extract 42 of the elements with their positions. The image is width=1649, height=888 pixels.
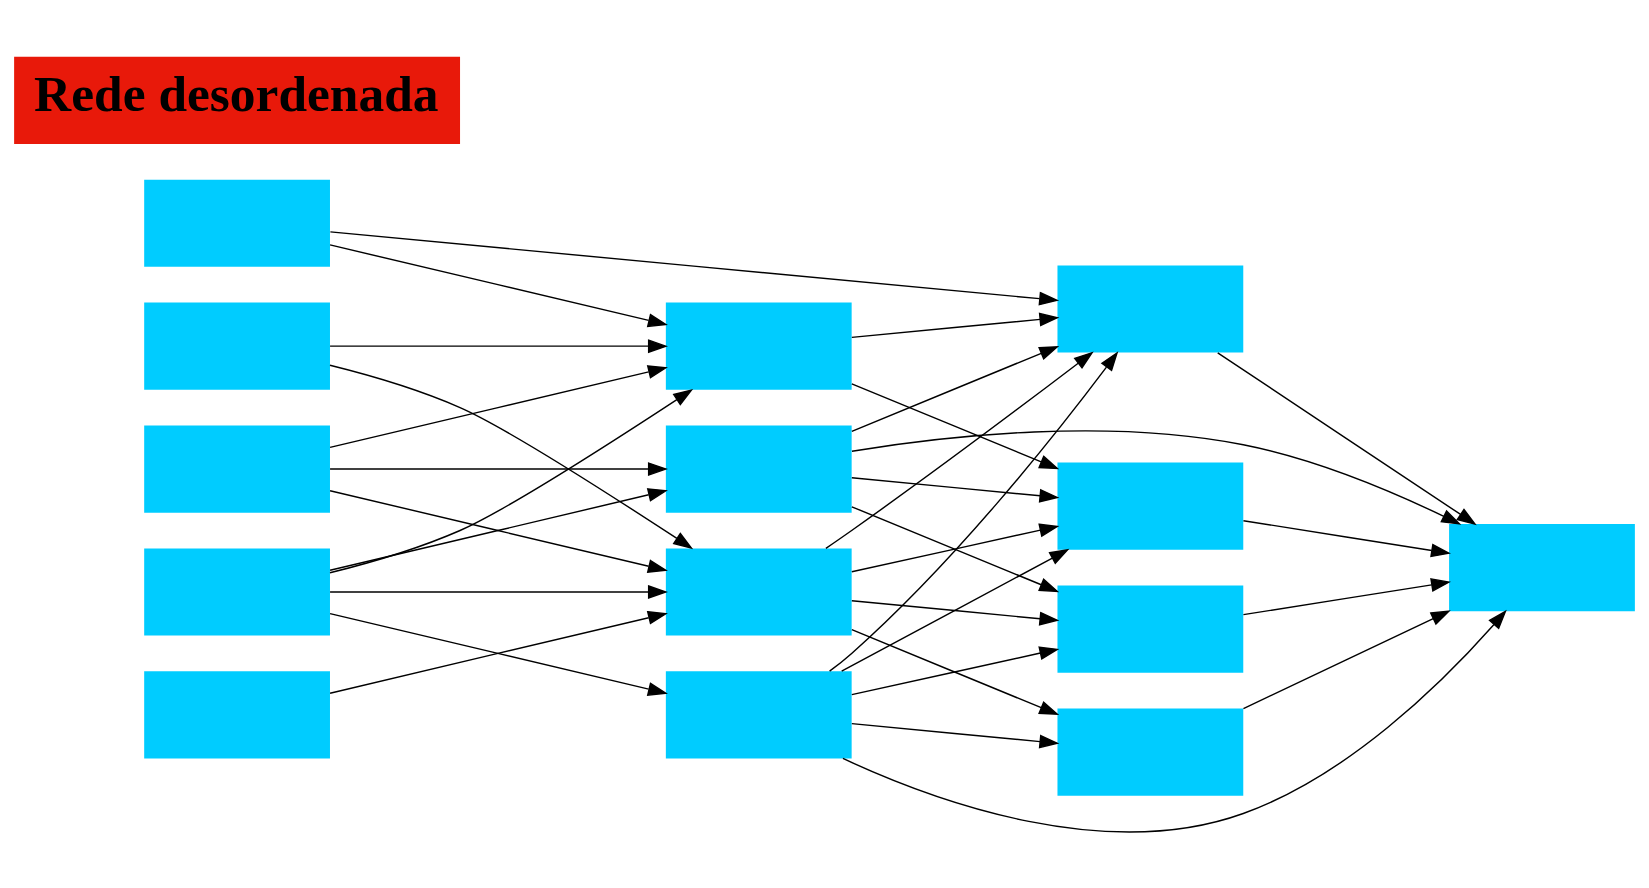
arrow — [840, 548, 1070, 672]
node-box — [1057, 264, 1244, 353]
node-box — [144, 179, 330, 267]
arrow — [851, 599, 1060, 626]
node-box — [144, 302, 330, 390]
node-box — [1057, 707, 1244, 796]
arrow — [329, 243, 668, 327]
node-box: Rede desordenada — [14, 56, 461, 144]
node-box — [665, 424, 852, 513]
node-box — [144, 670, 330, 758]
arrow — [851, 505, 1060, 592]
arrow — [329, 364, 668, 448]
arrow — [825, 350, 1094, 549]
node-box — [144, 547, 330, 636]
arrow — [851, 345, 1060, 432]
arrow — [329, 230, 1060, 306]
arrow — [1242, 577, 1451, 615]
arrow — [1242, 519, 1451, 557]
arrow — [329, 388, 694, 573]
node-box — [665, 302, 852, 390]
arrow — [851, 722, 1060, 749]
node-box — [1449, 523, 1635, 611]
node-box — [144, 424, 330, 513]
arrow — [329, 584, 668, 599]
arrow — [851, 522, 1060, 572]
arrow — [851, 382, 1060, 469]
arrow — [851, 311, 1060, 338]
arrow — [851, 645, 1060, 695]
arrow — [329, 338, 668, 353]
arrow — [329, 461, 668, 476]
arrow — [1242, 609, 1451, 709]
node-box — [1057, 462, 1244, 550]
node-box — [665, 547, 852, 636]
node-box — [1057, 585, 1244, 673]
arrow — [329, 364, 694, 549]
arrow — [1217, 351, 1477, 525]
arrow — [851, 628, 1060, 715]
arrow — [842, 609, 1507, 833]
arrow — [828, 350, 1119, 672]
arrow — [851, 476, 1060, 503]
arrow — [851, 429, 1462, 525]
node-box — [665, 670, 852, 758]
